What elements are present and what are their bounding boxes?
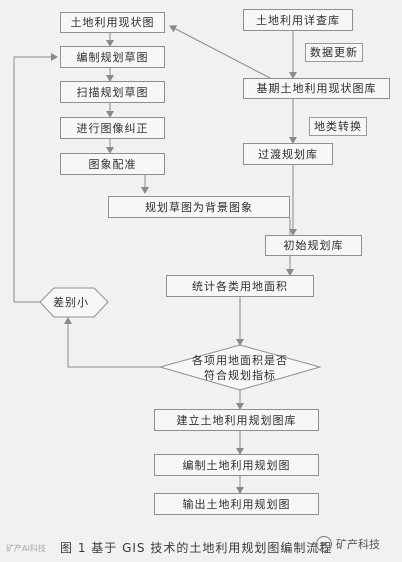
label-class-convert: 地类转换 <box>309 117 367 136</box>
node-status-map: 土地利用现状图 <box>60 12 165 33</box>
watermark-right-text: 矿产科技 <box>336 538 380 551</box>
node-build-db: 建立土地利用规划图库 <box>154 409 319 431</box>
node-base-status-db: 基期土地利用现状图库 <box>243 78 390 99</box>
node-rectify: 进行图像纠正 <box>60 117 165 139</box>
node-stats: 统计各类用地面积 <box>166 275 314 297</box>
node-background: 规划草图为背景图象 <box>108 196 290 218</box>
node-make-map: 编制土地利用规划图 <box>154 454 319 476</box>
decision-diamond <box>158 344 322 391</box>
node-edit-sketch: 编制规划草图 <box>60 46 165 68</box>
label-small-diff: 差别小 <box>53 296 89 309</box>
watermark-right: ✉ 矿产科技 <box>316 536 380 552</box>
decision-text: 各项用地面积是否 符合规划指标 <box>178 353 302 383</box>
node-output-map: 输出土地利用规划图 <box>154 493 319 515</box>
figure-caption: 图 1 基于 GIS 技术的土地利用规划图编制流程 <box>60 541 333 555</box>
node-register: 图象配准 <box>60 153 165 175</box>
node-scan-sketch: 扫描规划草图 <box>60 81 165 103</box>
arrow-smalldiff-loop <box>13 53 58 303</box>
watermark-left: 矿产AI科技 <box>6 544 46 553</box>
arrow-base-to-status <box>169 25 271 79</box>
decision-line2: 符合规划指标 <box>204 369 276 382</box>
arrow-decision-to-smalldiff <box>64 317 160 368</box>
small-diff-shape <box>39 287 109 318</box>
node-transition-db: 过渡规划库 <box>243 143 333 165</box>
label-data-update: 数据更新 <box>305 43 363 62</box>
node-detail-db: 土地利用详查库 <box>243 9 353 31</box>
decision-line1: 各项用地面积是否 <box>192 354 288 367</box>
wechat-icon: ✉ <box>316 536 332 552</box>
node-initial-db: 初始规划库 <box>265 235 362 256</box>
